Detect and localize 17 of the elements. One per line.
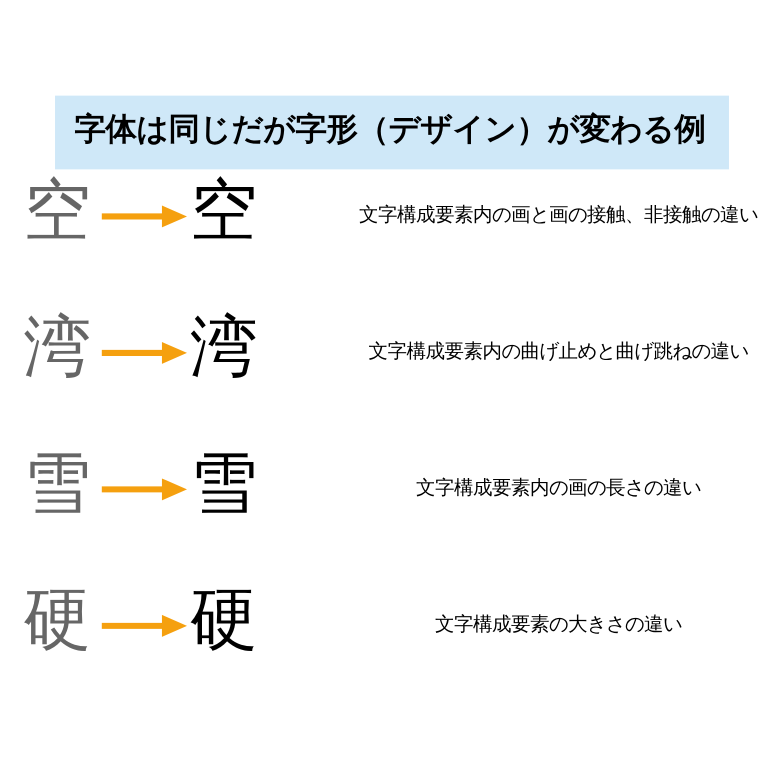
label: 文字構成要素の大きさの違い [435,612,682,635]
node-text: 雪 [190,442,258,522]
arrow [102,478,187,500]
label: 文字構成要素内の曲げ止めと曲げ跳ねの違い [368,339,749,362]
node-text: 湾 [23,306,92,386]
diagram-title: 字体は同じだが字形（デザイン）が変わる例 [74,111,706,148]
arrow [102,341,187,364]
node-text: 雪 [23,442,92,522]
node-text: 硬 [23,579,92,658]
node-text: 湾 [190,306,258,386]
label: 文字構成要素内の画と画の接触、非接触の違い [359,202,758,226]
label: 文字構成要素内の画の長さの違い [416,476,702,498]
arrow [102,614,187,636]
node-text: 硬 [190,579,258,658]
arrow [102,204,187,227]
node-text: 空 [23,170,92,249]
node-text: 空 [190,170,258,249]
